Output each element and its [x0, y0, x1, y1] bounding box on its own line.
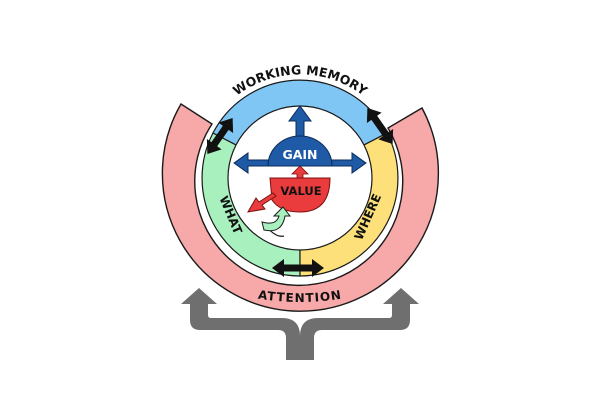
value-shape: VALUE [247, 165, 331, 213]
wm-what-arrow-icon [206, 117, 234, 155]
what-where-arrow-icon [272, 259, 324, 277]
value-bowl [269, 177, 331, 213]
gain-dome [267, 135, 333, 167]
interaction-arrows [206, 107, 394, 277]
value-out-arrow-icon [247, 192, 277, 213]
gain-label: GAIN [282, 147, 317, 162]
value-label: VALUE [280, 184, 321, 198]
attention-label: ATTENTION [257, 288, 343, 305]
attention-bracket-arrow-icon [181, 288, 419, 360]
inner-disc [201, 79, 399, 277]
what-feedback-arrow-icon [261, 206, 292, 232]
attention-band [161, 103, 440, 312]
gain-shape: GAIN [233, 105, 367, 174]
wm-where-arrow-icon [366, 107, 394, 145]
